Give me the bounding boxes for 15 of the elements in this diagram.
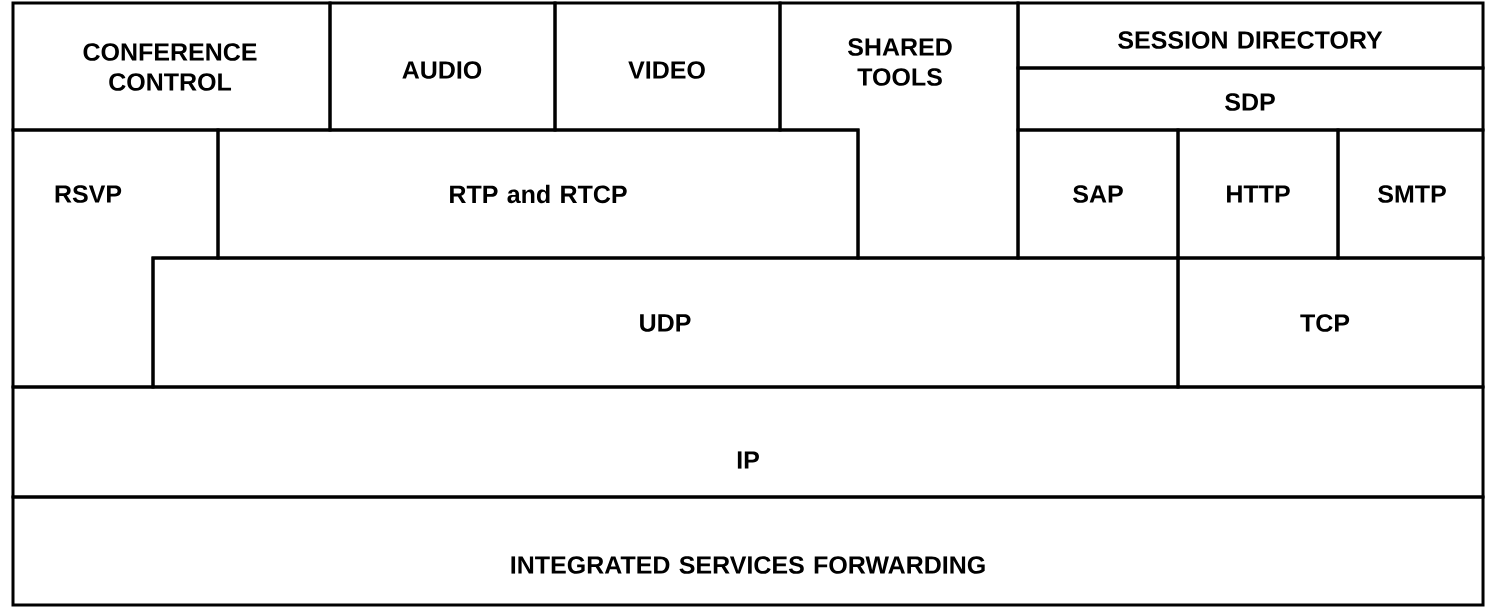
layer-box: VIDEO xyxy=(553,1,782,132)
layer-box: RTP and RTCP xyxy=(216,128,860,260)
layer-box: HTTP xyxy=(1176,128,1340,260)
layer-box: UDP xyxy=(151,256,1180,389)
layer-box: SESSION DIRECTORY xyxy=(1016,1,1485,70)
layer-box: SDP xyxy=(1016,66,1485,132)
layer-box: INTEGRATED SERVICES FORWARDING xyxy=(11,495,1485,607)
layer-box: RSVP xyxy=(11,128,220,389)
layer-box: SMTP xyxy=(1336,128,1485,260)
layer-box: TCP xyxy=(1176,256,1485,389)
layer-box: SHARED TOOLS xyxy=(778,1,1020,260)
layer-box: AUDIO xyxy=(328,1,557,132)
layer-box: IP xyxy=(11,385,1485,499)
layer-box: SAP xyxy=(1016,128,1180,260)
layer-box: CONFERENCE CONTROL xyxy=(11,1,332,132)
